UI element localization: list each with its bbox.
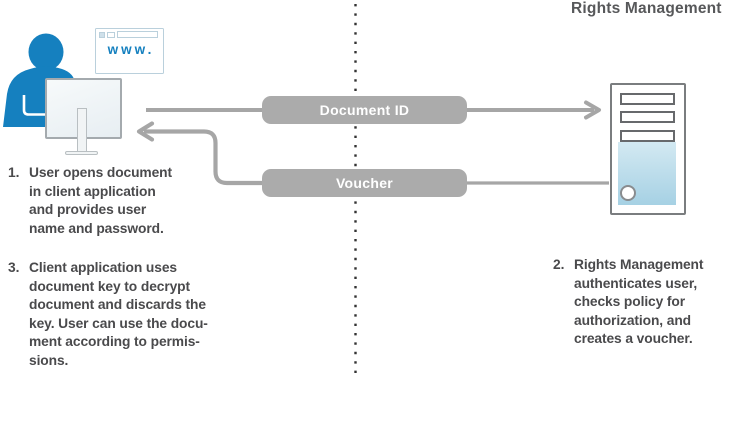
step-text: User opens document in client applicatio… — [29, 165, 172, 236]
step-1: 1. User opens document in client applica… — [8, 164, 228, 238]
step-2: 2. Rights Management authenticates user,… — [553, 256, 743, 349]
browser-www-label: www. — [107, 42, 155, 57]
voucher-pill: Voucher — [262, 169, 467, 197]
step-text: Rights Management authenticates user, ch… — [574, 257, 704, 347]
document-id-pill: Document ID — [262, 96, 467, 124]
power-button-icon — [619, 184, 636, 201]
step-3: 3. Client application uses document key … — [8, 259, 238, 371]
browser-window-icon: www. — [95, 28, 164, 74]
server-drive-slot — [619, 129, 675, 142]
arm-outline — [22, 95, 45, 116]
browser-button-icon — [99, 31, 105, 38]
monitor-stand-base — [65, 150, 98, 155]
document-id-label: Document ID — [319, 102, 410, 118]
monitor-stand-pole — [77, 108, 87, 153]
voucher-return-arrow — [136, 121, 262, 186]
step-number: 2. — [553, 257, 565, 272]
server-drive-slot — [619, 111, 675, 123]
voucher-label: Voucher — [335, 175, 394, 191]
server-tower-icon — [610, 83, 686, 215]
step-number: 1. — [8, 165, 20, 180]
step-number: 3. — [8, 260, 20, 275]
rights-management-title: Rights Management — [571, 0, 722, 17]
server-drive-slot — [619, 92, 675, 105]
browser-button-icon — [107, 31, 115, 38]
step-text: Client application uses document key to … — [29, 260, 208, 368]
browser-address-bar — [117, 31, 158, 38]
